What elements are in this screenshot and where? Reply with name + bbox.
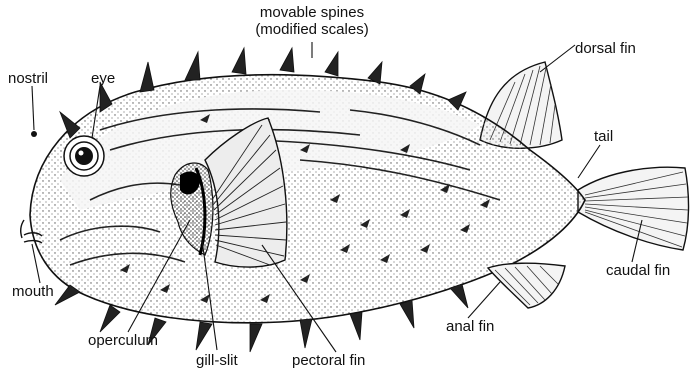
label-gill-slit: gill-slit: [196, 352, 238, 369]
label-operculum: operculum: [88, 332, 158, 349]
label-nostril: nostril: [8, 70, 48, 87]
label-tail: tail: [594, 128, 613, 145]
label-movable-spines: movable spines (modified scales): [232, 4, 392, 38]
label-caudal-fin: caudal fin: [606, 262, 670, 279]
label-mouth: mouth: [12, 283, 54, 300]
nostril-shape: [31, 131, 37, 137]
eye-shape: [64, 136, 104, 176]
label-pectoral-fin: pectoral fin: [292, 352, 365, 369]
label-eye: eye: [91, 70, 115, 87]
label-anal-fin: anal fin: [446, 318, 494, 335]
label-movable-spines-line1: movable spines: [232, 4, 392, 21]
label-movable-spines-line2: (modified scales): [232, 21, 392, 38]
label-dorsal-fin: dorsal fin: [575, 40, 636, 57]
